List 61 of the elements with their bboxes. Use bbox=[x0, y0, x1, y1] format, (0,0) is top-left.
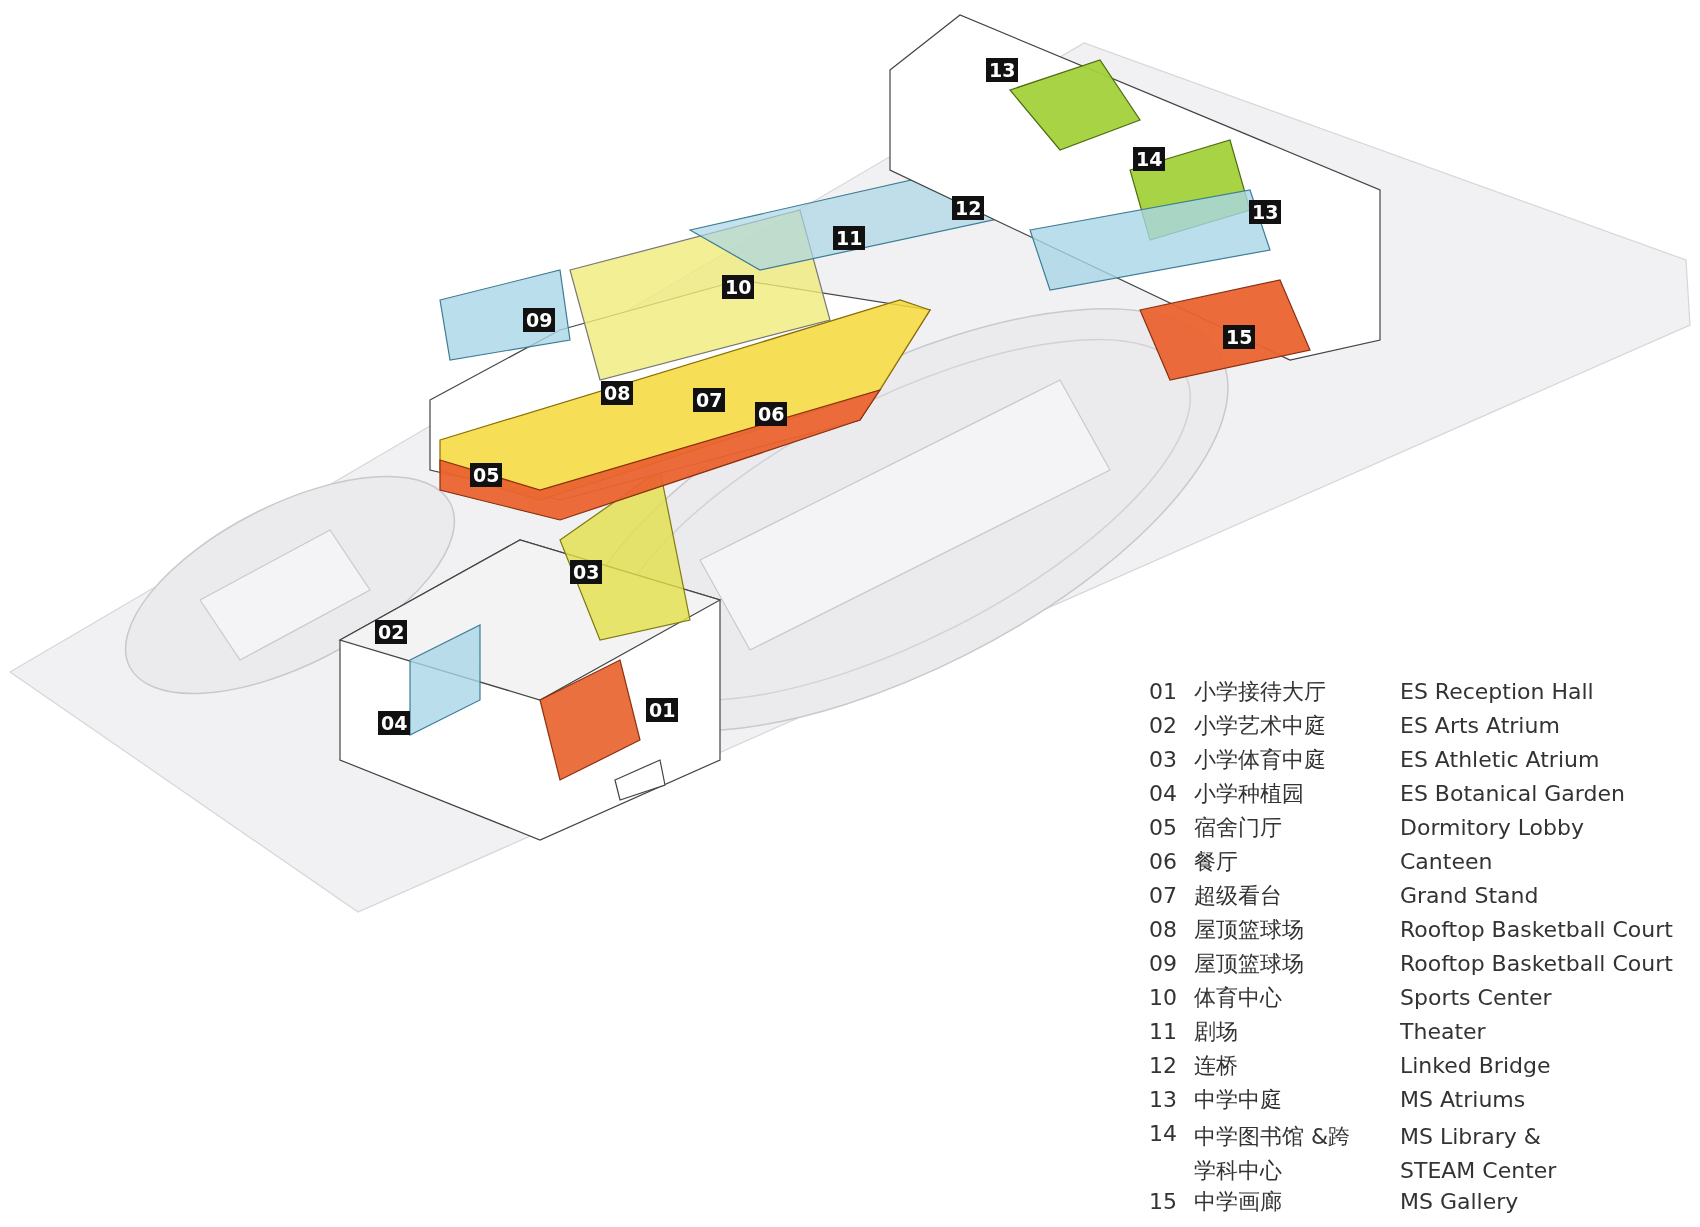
key-number: 14 bbox=[1149, 1120, 1177, 1148]
callout-number: 02 bbox=[375, 620, 408, 644]
callout-number: 08 bbox=[601, 381, 634, 405]
callout-number: 07 bbox=[693, 388, 726, 412]
callout-number: 11 bbox=[833, 226, 866, 250]
key-name: 屋顶篮球场 bbox=[1194, 950, 1304, 978]
key-name: 餐厅 bbox=[1194, 848, 1238, 876]
callout-number: 13 bbox=[1249, 200, 1282, 224]
callout-number: 13 bbox=[986, 58, 1019, 82]
key-name: 屋顶篮球场 bbox=[1194, 916, 1304, 944]
key-number: 15 bbox=[1149, 1188, 1177, 1216]
key-name: Rooftop Basketball Court bbox=[1400, 950, 1673, 978]
callout-number: 03 bbox=[570, 560, 603, 584]
key-number: 02 bbox=[1149, 712, 1177, 740]
key-name: 超级看台 bbox=[1194, 882, 1282, 910]
key-name: 中学图书馆 &跨学科中心 bbox=[1194, 1123, 1352, 1185]
key-number: 10 bbox=[1149, 984, 1177, 1012]
key-name: 小学艺术中庭 bbox=[1194, 712, 1326, 740]
key-name: Sports Center bbox=[1400, 984, 1552, 1012]
callout-number: 06 bbox=[755, 402, 788, 426]
key-name: ES Reception Hall bbox=[1400, 678, 1594, 706]
key-name: Dormitory Lobby bbox=[1400, 814, 1585, 842]
key-number: 09 bbox=[1149, 950, 1177, 978]
callout-number: 05 bbox=[470, 463, 503, 487]
key-name: Rooftop Basketball Court bbox=[1400, 916, 1673, 944]
key-number: 04 bbox=[1149, 780, 1177, 808]
key-name: Canteen bbox=[1400, 848, 1493, 876]
callout-number: 12 bbox=[952, 196, 985, 220]
key-number: 12 bbox=[1149, 1052, 1177, 1080]
key-number: 06 bbox=[1149, 848, 1177, 876]
key-number: 08 bbox=[1149, 916, 1177, 944]
key-number: 01 bbox=[1149, 678, 1177, 706]
callout-number: 09 bbox=[523, 308, 556, 332]
key-number: 13 bbox=[1149, 1086, 1177, 1114]
key-name: MS Gallery bbox=[1400, 1188, 1519, 1216]
callout-number: 01 bbox=[646, 698, 679, 722]
key-name: 中学中庭 bbox=[1194, 1086, 1282, 1114]
key-name: ES Arts Atrium bbox=[1400, 712, 1560, 740]
key-name: Theater bbox=[1400, 1018, 1486, 1046]
key-name: 宿舍门厅 bbox=[1194, 814, 1282, 842]
key-name: 剧场 bbox=[1194, 1018, 1238, 1046]
key-name: 小学种植园 bbox=[1194, 780, 1304, 808]
callout-number: 15 bbox=[1223, 325, 1256, 349]
key-name: MS Library & STEAM Center bbox=[1400, 1123, 1558, 1185]
key-name: Grand Stand bbox=[1400, 882, 1539, 910]
key-name: 中学画廊 bbox=[1194, 1188, 1282, 1216]
key-name: Linked Bridge bbox=[1400, 1052, 1551, 1080]
callout-number: 04 bbox=[378, 711, 411, 735]
key-number: 07 bbox=[1149, 882, 1177, 910]
key-name: 连桥 bbox=[1194, 1052, 1238, 1080]
key-number: 03 bbox=[1149, 746, 1177, 774]
callout-number: 14 bbox=[1133, 147, 1166, 171]
callout-number: 10 bbox=[722, 275, 755, 299]
key-name: 小学接待大厅 bbox=[1194, 678, 1326, 706]
key-number: 11 bbox=[1149, 1018, 1177, 1046]
key-name: ES Athletic Atrium bbox=[1400, 746, 1600, 774]
key-number: 05 bbox=[1149, 814, 1177, 842]
key-name: MS Atriums bbox=[1400, 1086, 1526, 1114]
key-name: 小学体育中庭 bbox=[1194, 746, 1326, 774]
key-name: ES Botanical Garden bbox=[1400, 780, 1625, 808]
key-name: 体育中心 bbox=[1194, 984, 1282, 1012]
